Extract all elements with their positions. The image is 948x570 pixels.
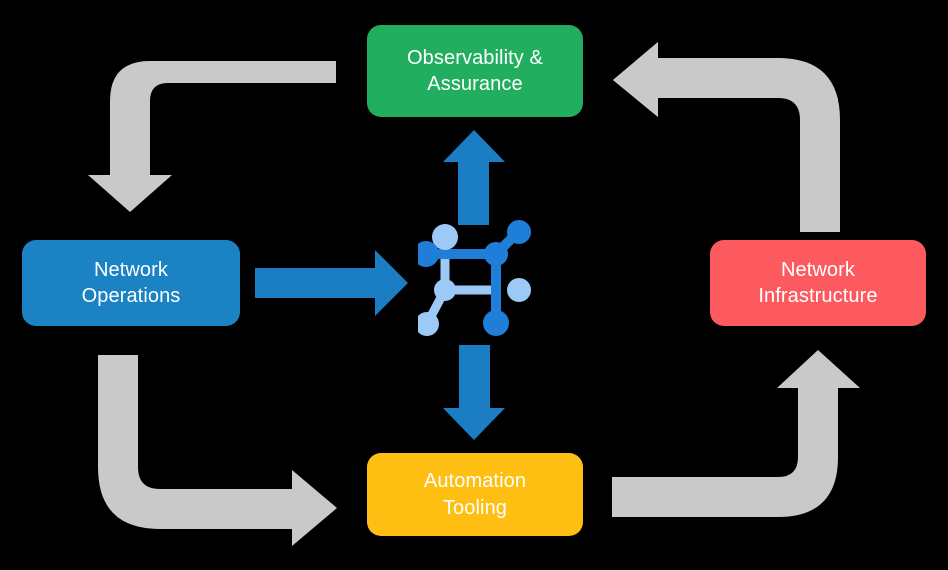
arrow-operations-to-center [255,250,408,316]
network-topology-icon [418,220,531,336]
topology-node-right [507,278,531,302]
node-network-operations[interactable]: Network Operations [22,240,240,326]
node-network-infrastructure[interactable]: Network Infrastructure [710,240,926,326]
topology-node-mid-left [434,279,456,301]
arrow-infrastructure-to-observability-shape [613,42,840,232]
arrow-infrastructure-to-observability [613,42,838,230]
arrow-operations-to-automation [98,355,337,546]
topology-node-top-left [432,224,458,250]
arrow-center-to-observability [443,130,505,225]
topology-node-left [418,241,439,267]
topology-node-bottom [483,310,509,336]
arrow-center-to-automation [443,345,505,440]
arrow-automation-to-infrastructure [612,350,860,517]
topology-node-bottom-left [418,312,439,336]
node-observability-assurance[interactable]: Observability & Assurance [367,25,583,117]
topology-node-center [484,242,508,266]
topology-node-top-right [507,220,531,244]
arrow-observability-to-operations [88,61,336,212]
node-automation-tooling[interactable]: Automation Tooling [367,453,583,536]
